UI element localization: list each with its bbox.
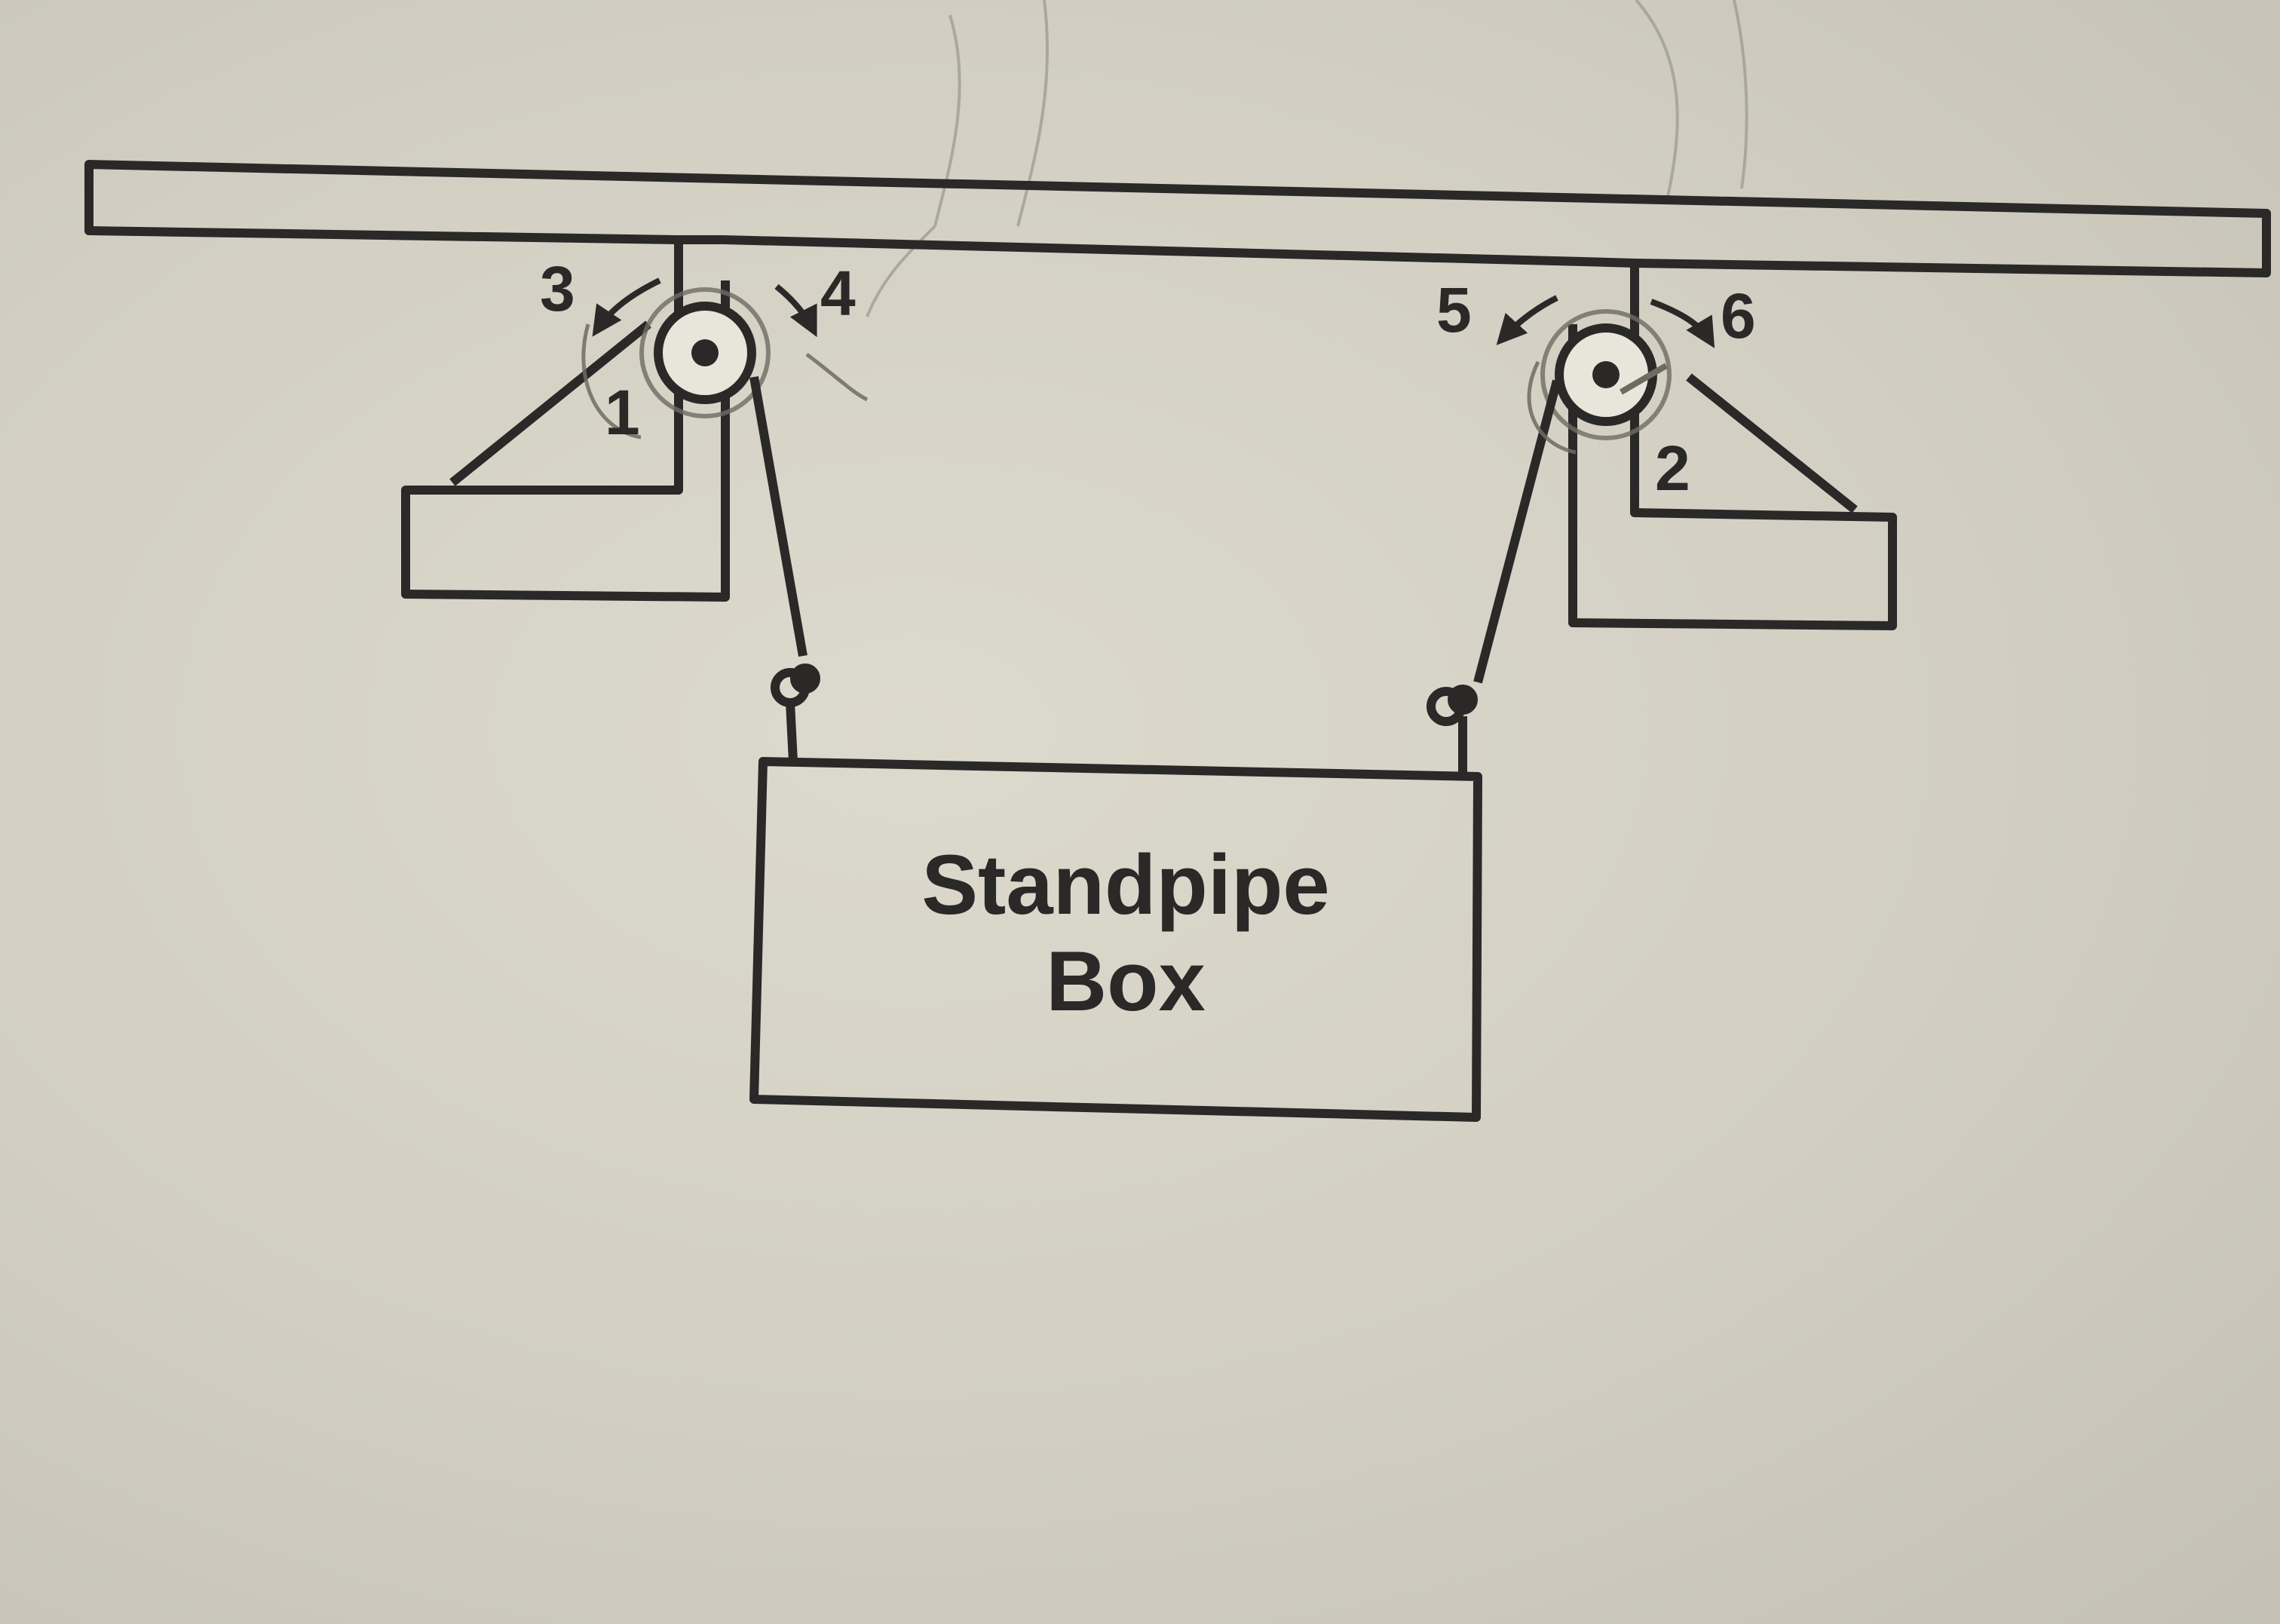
box-label-line1: Standpipe	[921, 838, 1329, 932]
label-4: 4	[820, 258, 856, 329]
top-beam	[89, 164, 2266, 273]
rotation-arcs	[581, 323, 1577, 455]
right-cable	[1473, 379, 1561, 684]
hooks	[771, 663, 1478, 777]
left-pulley	[639, 287, 771, 418]
left-hook-drop	[786, 702, 798, 762]
motion-arrows	[592, 277, 1715, 348]
arrow-3	[592, 277, 661, 337]
standpipe-box	[749, 757, 1482, 1122]
arrow-4	[774, 283, 817, 338]
label-5: 5	[1436, 274, 1472, 345]
label-3: 3	[540, 253, 575, 324]
cables	[749, 375, 1561, 684]
top-beam-outline	[84, 160, 2271, 277]
right-pulley	[1540, 309, 1672, 440]
right-hanger	[1568, 263, 1897, 630]
left-cable	[749, 375, 808, 657]
label-2: 2	[1655, 433, 1690, 504]
label-6: 6	[1721, 280, 1756, 351]
arrow-6	[1650, 299, 1715, 348]
box-label-line2: Box	[1046, 934, 1206, 1028]
arrow-5	[1496, 295, 1558, 345]
pencil-marks	[866, 0, 1748, 317]
label-1: 1	[605, 377, 640, 448]
left-hanger	[401, 240, 730, 602]
